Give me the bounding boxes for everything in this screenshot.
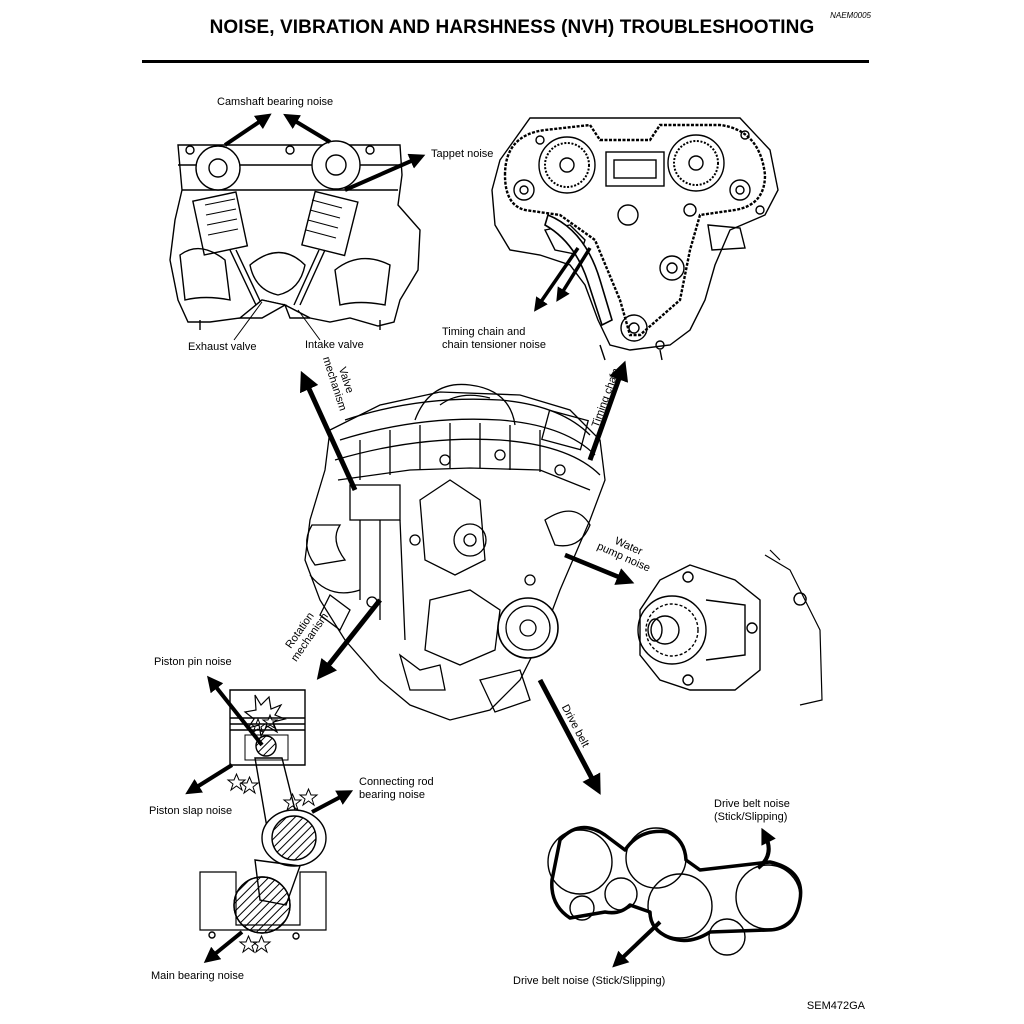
leader-exhaust-valve [233, 301, 263, 341]
document-code: NAEM0005 [830, 11, 871, 20]
arrow-drive-belt-stick-bottom [612, 920, 662, 968]
arrow-rotation-mechanism [316, 598, 382, 680]
label-drive-belt-noise-bottom: Drive belt noise (Stick/Slipping) [513, 975, 666, 987]
page-title: NOISE, VIBRATION AND HARSHNESS (NVH) TRO… [209, 17, 815, 38]
arrow-camshaft-right [283, 113, 332, 144]
arrow-timing-tensioner-b [556, 247, 592, 302]
arrow-piston-slap [185, 763, 234, 795]
label-tappet-noise: Tappet noise [431, 148, 494, 160]
label-piston-slap-noise: Piston slap noise [149, 805, 233, 817]
arrow-water-pump [564, 552, 635, 585]
drive-belt-illustration [547, 825, 803, 956]
label-exhaust-valve: Exhaust valve [188, 341, 257, 353]
water-pump-illustration [637, 549, 823, 706]
figure-code: SEM472GA [806, 1000, 865, 1012]
piston-rod-illustration [199, 689, 327, 940]
label-intake-valve: Intake valve [305, 339, 364, 351]
cylinder-head-illustration [169, 140, 421, 330]
label-drive-belt-noise-top: Drive belt noise (Stick/Slipping) [714, 798, 790, 823]
engine-illustration [304, 383, 606, 721]
impact-stars [226, 713, 319, 954]
label-timing-chain-tensioner-noise: Timing chain and chain tensioner noise [442, 326, 546, 351]
arrow-main-bearing [203, 930, 244, 964]
arrow-camshaft-left [223, 113, 272, 147]
label-piston-pin-noise: Piston pin noise [154, 656, 232, 668]
arrow-drive-belt-stick-top [756, 827, 776, 870]
arrow-timing-chain [587, 360, 629, 461]
noise-arrows [185, 113, 776, 968]
leader-intake-valve [297, 309, 321, 341]
arrow-timing-tensioner-a [534, 247, 580, 312]
arrow-connecting-rod [311, 790, 354, 814]
arrow-piston-pin [207, 675, 264, 747]
label-main-bearing-noise: Main bearing noise [151, 970, 244, 982]
arrow-tappet [344, 153, 426, 192]
timing-chain-illustration [491, 117, 779, 361]
label-camshaft-bearing-noise: Camshaft bearing noise [217, 96, 334, 108]
arrow-valve-mechanism [300, 370, 358, 492]
label-connecting-rod-bearing-noise: Connecting rod bearing noise [359, 776, 434, 801]
title-rule [142, 60, 869, 63]
arrow-drive-belt [537, 678, 601, 795]
